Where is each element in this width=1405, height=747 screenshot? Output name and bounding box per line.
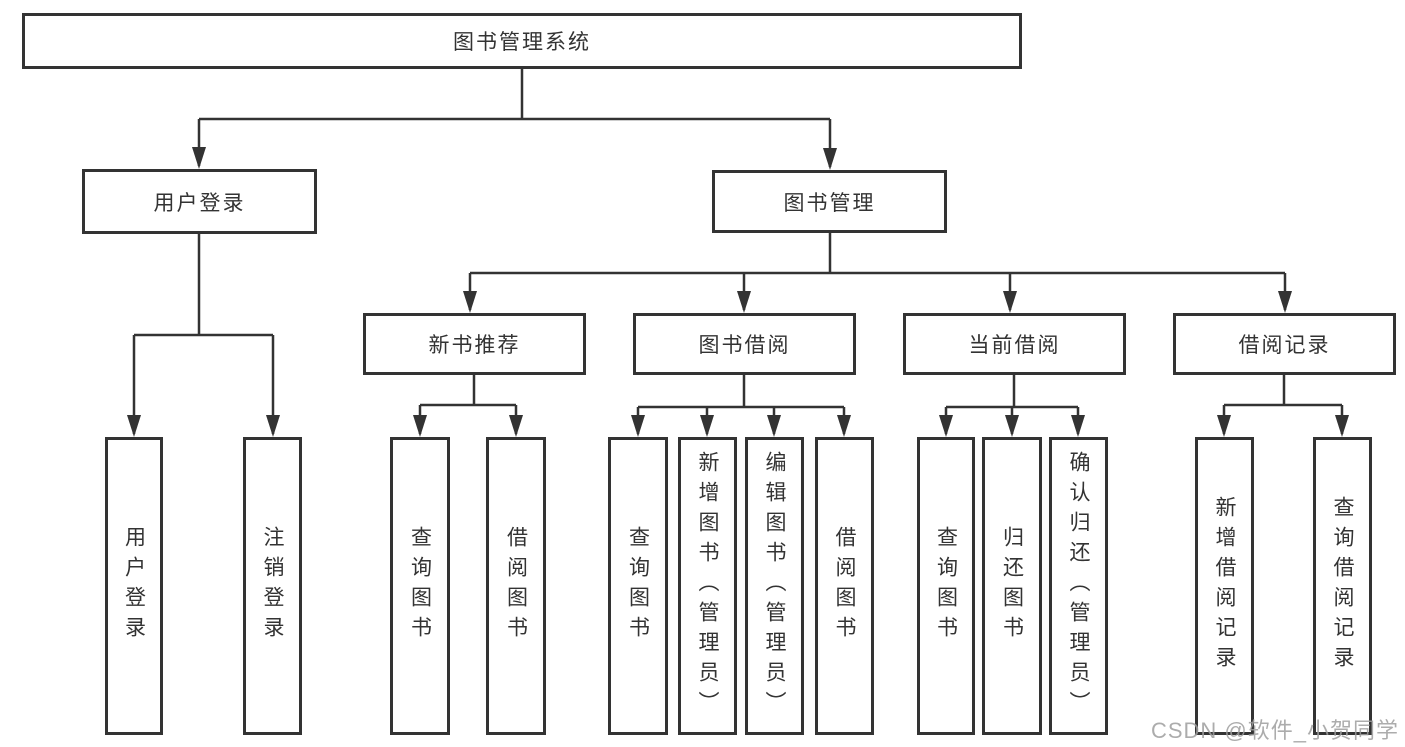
leaf-query-books-current: 查询图书 xyxy=(917,437,975,735)
leaf-add-borrow-record-label: 新增借阅记录 xyxy=(1213,496,1236,676)
node-book-borrow-label: 图书借阅 xyxy=(698,334,791,357)
leaf-query-books-borrow-label: 查询图书 xyxy=(626,526,650,646)
leaf-confirm-return-admin-label: 确认归还（管理员） xyxy=(1067,451,1090,721)
leaf-borrow-books: 借阅图书 xyxy=(815,437,874,735)
node-root: 图书管理系统 xyxy=(22,13,1022,69)
node-book-borrow: 图书借阅 xyxy=(633,313,856,375)
leaf-edit-book-admin: 编辑图书（管理员） xyxy=(745,437,804,735)
node-new-book-recommend: 新书推荐 xyxy=(363,313,586,375)
leaf-borrow-books-recommend-label: 借阅图书 xyxy=(504,526,528,646)
leaf-query-borrow-record-label: 查询借阅记录 xyxy=(1331,496,1354,676)
leaf-add-borrow-record: 新增借阅记录 xyxy=(1195,437,1254,735)
leaf-return-books: 归还图书 xyxy=(982,437,1042,735)
leaf-edit-book-admin-label: 编辑图书（管理员） xyxy=(763,451,786,721)
node-root-label: 图书管理系统 xyxy=(453,31,591,54)
watermark: CSDN @软件_小贺同学 xyxy=(1150,718,1399,743)
leaf-query-books-recommend: 查询图书 xyxy=(390,437,450,735)
leaf-borrow-books-recommend: 借阅图书 xyxy=(486,437,546,735)
leaf-query-borrow-record: 查询借阅记录 xyxy=(1313,437,1372,735)
leaf-logout-label: 注销登录 xyxy=(261,526,284,646)
node-current-borrow-label: 当前借阅 xyxy=(968,334,1061,357)
leaf-user-login: 用户登录 xyxy=(105,437,163,735)
node-borrow-records: 借阅记录 xyxy=(1173,313,1396,375)
leaf-query-books-current-label: 查询图书 xyxy=(934,526,958,646)
leaf-user-login-label: 用户登录 xyxy=(122,526,146,646)
leaf-query-books-recommend-label: 查询图书 xyxy=(408,526,432,646)
leaf-logout: 注销登录 xyxy=(243,437,302,735)
leaf-add-book-admin-label: 新增图书（管理员） xyxy=(696,451,719,721)
leaf-confirm-return-admin: 确认归还（管理员） xyxy=(1049,437,1108,735)
node-new-book-recommend-label: 新书推荐 xyxy=(428,334,521,357)
leaf-return-books-label: 归还图书 xyxy=(1000,526,1024,646)
node-current-borrow: 当前借阅 xyxy=(903,313,1126,375)
leaf-query-books-borrow: 查询图书 xyxy=(608,437,668,735)
node-user-login: 用户登录 xyxy=(82,169,317,234)
node-user-login-label: 用户登录 xyxy=(153,191,246,215)
node-book-management: 图书管理 xyxy=(712,170,947,233)
node-borrow-records-label: 借阅记录 xyxy=(1238,334,1331,357)
leaf-borrow-books-label: 借阅图书 xyxy=(833,526,856,646)
node-book-management-label: 图书管理 xyxy=(783,191,876,215)
leaf-add-book-admin: 新增图书（管理员） xyxy=(678,437,737,735)
connector-strokes xyxy=(132,69,1344,434)
